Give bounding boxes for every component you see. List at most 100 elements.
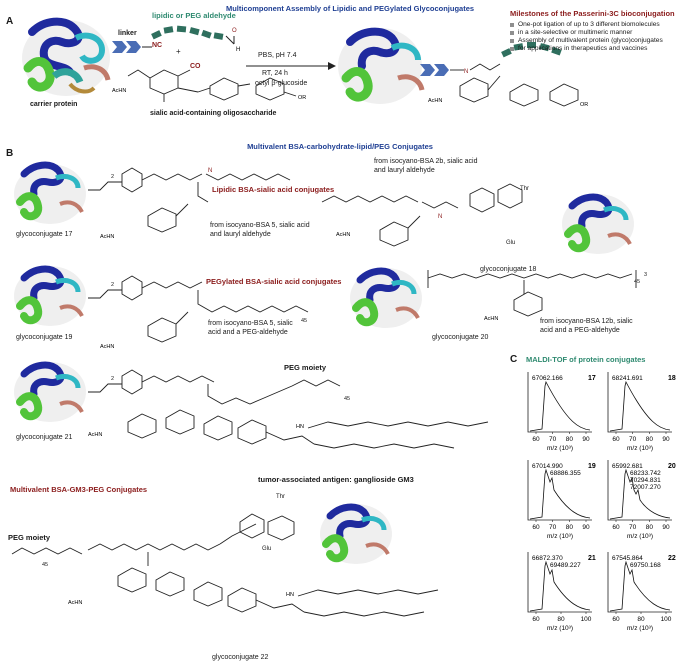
src19-line2: acid and a PEG-aldehyde (208, 329, 288, 336)
structure-20: AcHN (427, 270, 637, 322)
condition-buffer: PBS, pH 7.4 (258, 52, 297, 59)
product-protein-graphic (338, 27, 425, 104)
spectrum-axis (607, 552, 672, 613)
milestone-item: One-pot ligation of up to 3 different bi… (510, 21, 663, 28)
panel-a-title: Multicomponent Assembly of Lipidic and P… (225, 4, 475, 13)
sub-45-21: 45 (344, 396, 351, 402)
tick-label: 100 (661, 616, 672, 623)
spectrum-trace (609, 468, 671, 520)
tick-label: 60 (612, 436, 620, 443)
tick-label: 80 (566, 524, 574, 531)
linker-label: linker (118, 30, 137, 37)
milestone-continuation: in a site-selective or multimeric manner (518, 29, 633, 36)
panel-b-letter: B (6, 148, 14, 159)
src20-line1: from isocyano-BSA 12b, sialic (540, 318, 633, 325)
svg-text:AcHN: AcHN (336, 232, 350, 238)
peak-label: 70294.831 (630, 477, 661, 484)
svg-text:AcHN: AcHN (88, 432, 102, 438)
sub-45-20: 45 (634, 279, 641, 285)
svg-text:CO: CO (190, 63, 201, 70)
milestones-title: Milestones of the Passerini-3C bioconjug… (510, 9, 675, 18)
peak-label: 69489.227 (550, 562, 581, 569)
tick-label: 80 (557, 616, 565, 623)
peak-label: 68886.355 (550, 470, 581, 477)
tick-label: 70 (629, 524, 637, 531)
svg-text:OR: OR (298, 95, 306, 101)
aldehyde-label: lipidic or PEG aldehyde (152, 11, 236, 20)
svg-text:AcHN: AcHN (100, 344, 114, 350)
peg-aldehyde-chain: O H (151, 25, 240, 53)
svg-text:HN: HN (286, 592, 294, 598)
tick-label: 60 (532, 524, 540, 531)
gc17-label: glycoconjugate 17 (16, 231, 72, 239)
tick-label: 90 (662, 524, 670, 531)
protein-graphic-17 (14, 161, 86, 224)
tumor-antigen-label: tumor-associated antigen: ganglioside GM… (258, 475, 414, 484)
x-axis-label: m/z (10³) (627, 533, 653, 540)
peg-moiety-label-21: PEG moiety (284, 363, 327, 372)
peak-label: 72007.270 (630, 484, 661, 491)
tick-label: 80 (566, 436, 574, 443)
peak-label: 67062.166 (532, 375, 563, 382)
thr-18: Thr (520, 186, 529, 192)
sub-2-17: 2 (111, 174, 115, 180)
spectrum-id-label: 20 (668, 463, 676, 470)
svg-text:HN: HN (296, 424, 304, 430)
src17-line1: from isocyano-BSA 5, sialic acid (210, 222, 310, 229)
svg-text:N: N (464, 69, 468, 75)
svg-text:N: N (208, 168, 212, 174)
spectrum-trace (529, 560, 591, 612)
svg-text:H: H (236, 47, 240, 53)
spectrum-trace (529, 380, 591, 432)
svg-text:AcHN: AcHN (112, 88, 126, 94)
tick-label: 80 (637, 616, 645, 623)
spectrum-axis (527, 460, 592, 521)
gm3-title: Multivalent BSA-GM3-PEG Conjugates (10, 485, 148, 494)
src17-line2: and lauryl aldehyde (210, 231, 271, 238)
sialic-acid-label: sialic acid-containing oligosaccharide (150, 110, 277, 117)
sub-2-21: 2 (111, 376, 115, 382)
carrier-protein-label: carrier protein (30, 101, 78, 108)
tick-label: 70 (549, 524, 557, 531)
svg-text:AcHN: AcHN (68, 600, 82, 606)
src18-line2: and lauryl aldehyde (374, 167, 435, 174)
x-axis-label: m/z (10³) (547, 625, 573, 632)
gc17-text: glycoconjugate 17 (16, 231, 73, 238)
sub-2-19: 2 (111, 282, 115, 288)
tick-label: 90 (582, 524, 590, 531)
peak-label: 67014.990 (532, 463, 563, 470)
pegylated-title: PEGylated BSA-sialic acid conjugates (206, 277, 342, 286)
reaction-arrow (246, 62, 336, 70)
tick-label: 100 (581, 616, 592, 623)
src20-line2: acid and a PEG-aldehyde (540, 327, 620, 334)
condition-time: RT, 24 h (262, 70, 288, 77)
spectrum-id-label: 22 (668, 555, 676, 562)
sialic-oligosaccharide-structure: CO AcHN OR (112, 63, 306, 102)
tick-label: 90 (582, 436, 590, 443)
tick-label: 80 (646, 436, 654, 443)
spectrum-axis (527, 552, 592, 613)
svg-text:O: O (232, 28, 237, 34)
structure-18: N AcHN (321, 183, 523, 247)
x-axis-label: m/z (10³) (627, 625, 653, 632)
sub-45-22: 45 (42, 562, 49, 568)
tick-label: 60 (532, 616, 540, 623)
glu-22: Glu (262, 546, 272, 552)
x-axis-label: m/z (10³) (547, 533, 573, 540)
svg-text:AcHN: AcHN (428, 98, 442, 104)
src18-line1: from isocyano-BSA 2b, sialic acid (374, 158, 478, 165)
tick-label: 60 (612, 524, 620, 531)
tick-label: 80 (646, 524, 654, 531)
protein-graphic-18 (562, 193, 634, 254)
x-axis-label: m/z (10³) (547, 445, 573, 452)
tick-label: 60 (532, 436, 540, 443)
spectrum-axis (607, 372, 672, 433)
protein-graphic-20 (350, 267, 422, 328)
linker-chevrons (112, 41, 152, 53)
spectrum-trace (609, 380, 671, 432)
sub-45-19: 45 (301, 318, 308, 324)
